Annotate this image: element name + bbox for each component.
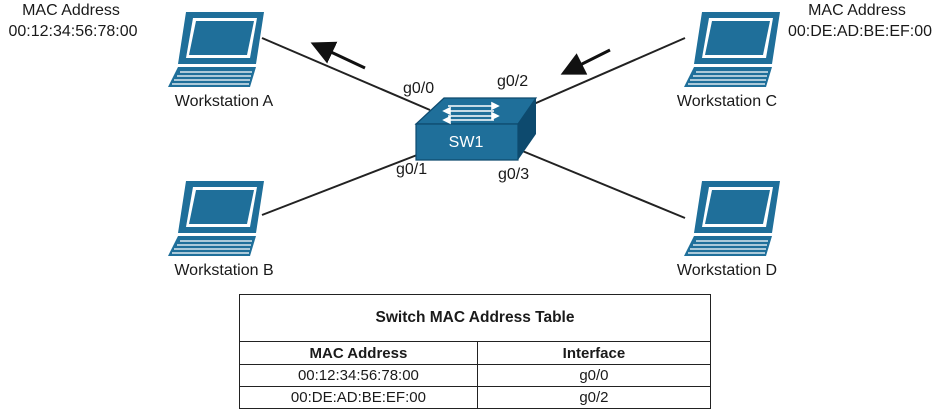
workstation-d-laptop-icon <box>683 180 781 257</box>
port-g0-3-label: g0/3 <box>498 166 530 183</box>
table-row: 00:12:34:56:78:00 g0/0 <box>239 364 712 387</box>
table-cell-mac: 00:12:34:56:78:00 <box>239 364 478 387</box>
table-title: Switch MAC Address Table <box>239 294 711 342</box>
switch-sw1-icon <box>414 97 538 161</box>
port-g0-0-label: g0/0 <box>403 80 435 97</box>
workstation-a-mac-address: 00:12:34:56:78:00 <box>8 23 138 40</box>
workstation-d-label: Workstation D <box>676 262 778 279</box>
table-cell-mac: 00:DE:AD:BE:EF:00 <box>239 386 478 409</box>
link-a <box>261 37 431 111</box>
workstation-a-label: Workstation A <box>174 93 274 110</box>
workstation-c-label: Workstation C <box>676 93 778 110</box>
links <box>261 37 686 219</box>
workstation-b-laptop-icon <box>167 180 265 257</box>
table-title-row: Switch MAC Address Table <box>239 294 711 342</box>
link-b <box>261 149 431 216</box>
table-row: 00:DE:AD:BE:EF:00 g0/2 <box>239 386 712 409</box>
port-g0-1-label: g0/1 <box>396 161 428 178</box>
table-cell-interface: g0/0 <box>476 364 712 387</box>
port-g0-2-label: g0/2 <box>497 73 529 90</box>
table-header-row: MAC Address Interface <box>239 341 712 365</box>
link-c <box>519 37 686 111</box>
workstation-c-laptop-icon <box>683 11 781 88</box>
workstation-c-mac-title: MAC Address <box>808 2 906 19</box>
mac-address-table: Switch MAC Address Table MAC Address Int… <box>239 294 712 409</box>
arrow-a <box>310 41 366 70</box>
column-header-interface: Interface <box>476 341 712 365</box>
link-d <box>519 149 686 219</box>
column-header-mac-address: MAC Address <box>239 341 478 365</box>
workstation-c-mac-address: 00:DE:AD:BE:EF:00 <box>787 23 933 40</box>
arrow-c <box>560 48 611 75</box>
workstation-a-laptop-icon <box>167 11 265 88</box>
table-cell-interface: g0/2 <box>476 386 712 409</box>
workstation-b-label: Workstation B <box>174 262 274 279</box>
workstation-a-mac-title: MAC Address <box>22 2 120 19</box>
switch-label: SW1 <box>448 134 484 151</box>
